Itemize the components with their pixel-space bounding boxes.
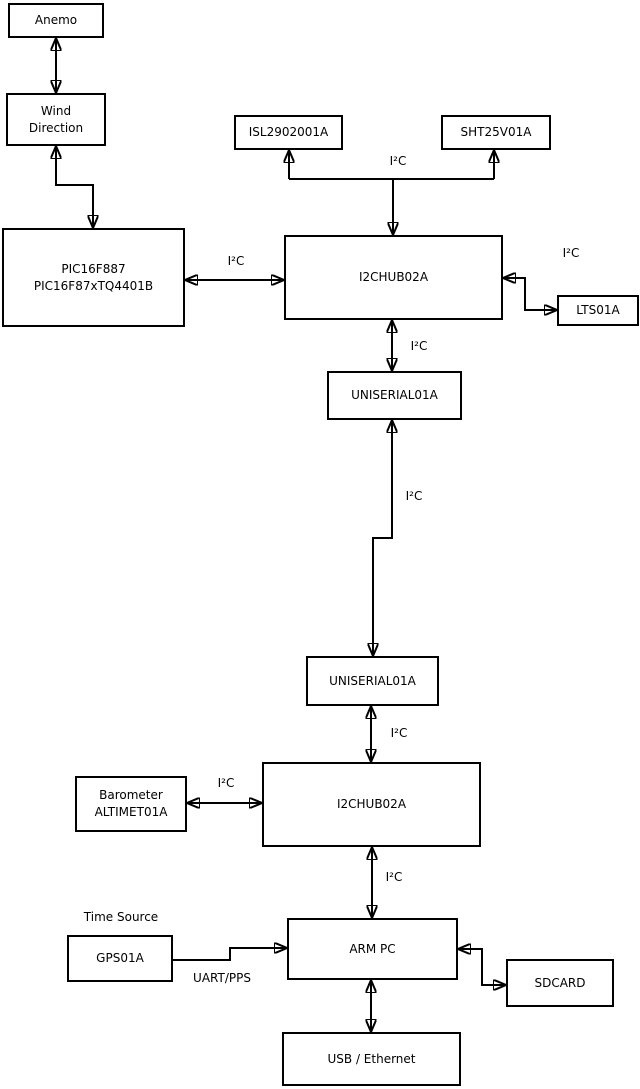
node-barometer-line1: Barometer [99, 788, 163, 802]
annotation-time-source: Time Source [83, 910, 159, 924]
node-i2chub-bottom-label: I2CHUB02A [336, 797, 407, 811]
node-anemo-label: Anemo [34, 13, 78, 27]
node-uniserial-top: UNISERIAL01A [327, 371, 462, 420]
node-uniserial-bottom: UNISERIAL01A [306, 656, 439, 706]
node-pic: PIC16F887 PIC16F87xTQ4401B [2, 228, 185, 327]
node-usb-ethernet: USB / Ethernet [282, 1032, 461, 1086]
edge-label-i2c-uniserial-hub2: I²C [390, 726, 408, 740]
edge-label-i2c-hub1-lts: I²C [562, 246, 580, 260]
node-gps-label: GPS01A [96, 951, 144, 965]
edge-label-uart-pps: UART/PPS [193, 971, 251, 985]
node-wind-direction-line1: Wind [40, 103, 72, 118]
node-uniserial-top-label: UNISERIAL01A [351, 388, 438, 402]
node-sdcard: SDCARD [506, 959, 614, 1007]
node-lts-label: LTS01A [576, 303, 620, 317]
edge-wind-pic [56, 147, 93, 227]
node-wind-direction: Wind Direction [6, 93, 106, 146]
node-isl-label: ISL2902001A [248, 125, 329, 139]
node-pic-line1: PIC16F887 [61, 261, 126, 276]
node-barometer-line2: ALTIMET01A [94, 805, 168, 819]
node-uniserial-bottom-label: UNISERIAL01A [329, 673, 416, 688]
node-lts01a: LTS01A [557, 295, 639, 326]
node-usb-ethernet-label: USB / Ethernet [327, 1051, 416, 1066]
edge-label-i2c-pic-hub1: I²C [227, 254, 245, 268]
node-wind-direction-line2: Direction [28, 120, 84, 135]
node-anemo: Anemo [8, 3, 104, 38]
edge-label-i2c-barometer-hub2: I²C [217, 776, 235, 790]
edge-label-i2c-hub1-uniserial: I²C [410, 339, 428, 353]
node-i2chub-top-label: I2CHUB02A [358, 270, 429, 284]
node-pic-line2: PIC16F87xTQ4401B [33, 278, 154, 293]
node-arm-pc: ARM PC [287, 918, 458, 980]
edge-label-i2c-uniserial-link: I²C [405, 489, 423, 503]
edge-uniserial1-uniserial2 [373, 421, 392, 655]
node-i2chub-bottom: I2CHUB02A [262, 762, 481, 847]
edge-gps-armpc [173, 948, 286, 961]
node-isl2902001a: ISL2902001A [234, 115, 343, 150]
edge-hub1-lts [504, 278, 556, 310]
node-barometer: Barometer ALTIMET01A [75, 776, 187, 832]
node-arm-pc-label: ARM PC [349, 941, 396, 956]
edge-label-i2c-hub2-armpc: I²C [385, 870, 403, 884]
edge-label-i2c-sensor-bus: I²C [389, 154, 407, 168]
node-gps01a: GPS01A [67, 935, 173, 982]
node-sht25v01a: SHT25V01A [441, 115, 551, 150]
node-sdcard-label: SDCARD [534, 975, 586, 990]
node-sht-label: SHT25V01A [460, 125, 532, 139]
node-i2chub-top: I2CHUB02A [284, 235, 503, 320]
edge-armpc-sdcard [459, 949, 505, 985]
